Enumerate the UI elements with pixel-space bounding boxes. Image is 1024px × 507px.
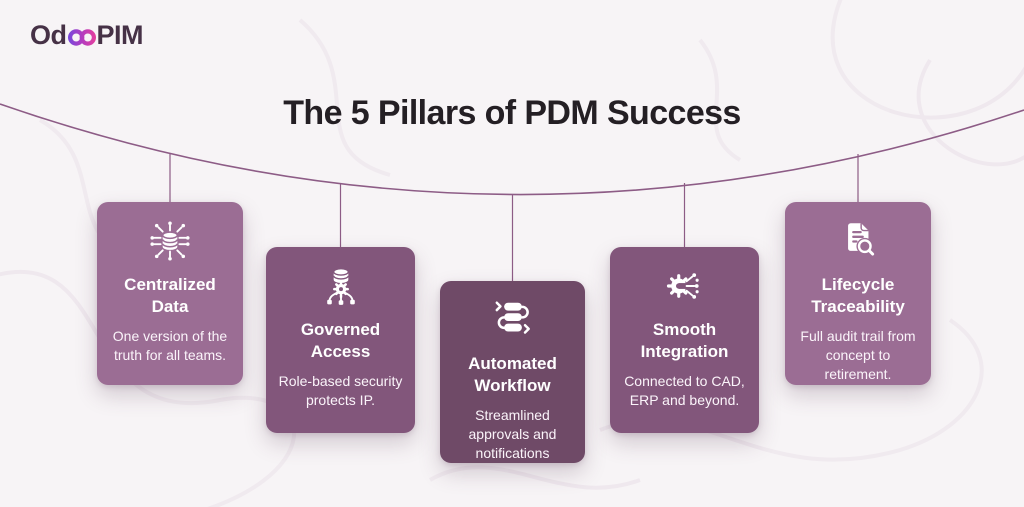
odoo-pim-logo: Od PIM bbox=[30, 20, 144, 51]
pillar-body: Connected to CAD, ERP and beyond. bbox=[624, 372, 745, 408]
smooth-integration-icon bbox=[662, 262, 708, 310]
pillar-body: Role-based security protects IP. bbox=[278, 372, 403, 408]
pillar-body: One version of the truth for all teams. bbox=[112, 327, 228, 363]
logo-text-end: PIM bbox=[96, 20, 144, 50]
governed-access-icon bbox=[318, 262, 364, 310]
centralized-data-icon bbox=[147, 217, 193, 265]
pillar-heading: Automated Workflow bbox=[468, 354, 557, 395]
logo-text-start: Od bbox=[30, 20, 67, 50]
automated-workflow-icon bbox=[490, 296, 536, 344]
pillar-card-governed-access: Governed Access Role-based security prot… bbox=[266, 247, 415, 433]
pillar-heading: Lifecycle Traceability bbox=[811, 275, 905, 316]
pillar-card-centralized-data: Centralized Data One version of the trut… bbox=[97, 202, 243, 385]
pillar-card-automated-workflow: Automated Workflow Streamlined approvals… bbox=[440, 281, 585, 463]
pillar-heading: Smooth Integration bbox=[640, 320, 729, 361]
pillar-card-smooth-integration: Smooth Integration Connected to CAD, ERP… bbox=[610, 247, 759, 433]
pillar-body: Full audit trail from concept to retirem… bbox=[800, 327, 916, 382]
infinity-loop-icon bbox=[67, 29, 96, 46]
pillar-heading: Centralized Data bbox=[124, 275, 216, 316]
lifecycle-traceability-icon bbox=[835, 217, 881, 265]
pillar-card-lifecycle-traceability: Lifecycle Traceability Full audit trail … bbox=[785, 202, 931, 385]
pillar-heading: Governed Access bbox=[300, 320, 381, 361]
pillar-body: Streamlined approvals and notifications bbox=[468, 406, 557, 461]
curved-wire bbox=[0, 103, 1024, 196]
page-title: The 5 Pillars of PDM Success bbox=[283, 94, 741, 132]
